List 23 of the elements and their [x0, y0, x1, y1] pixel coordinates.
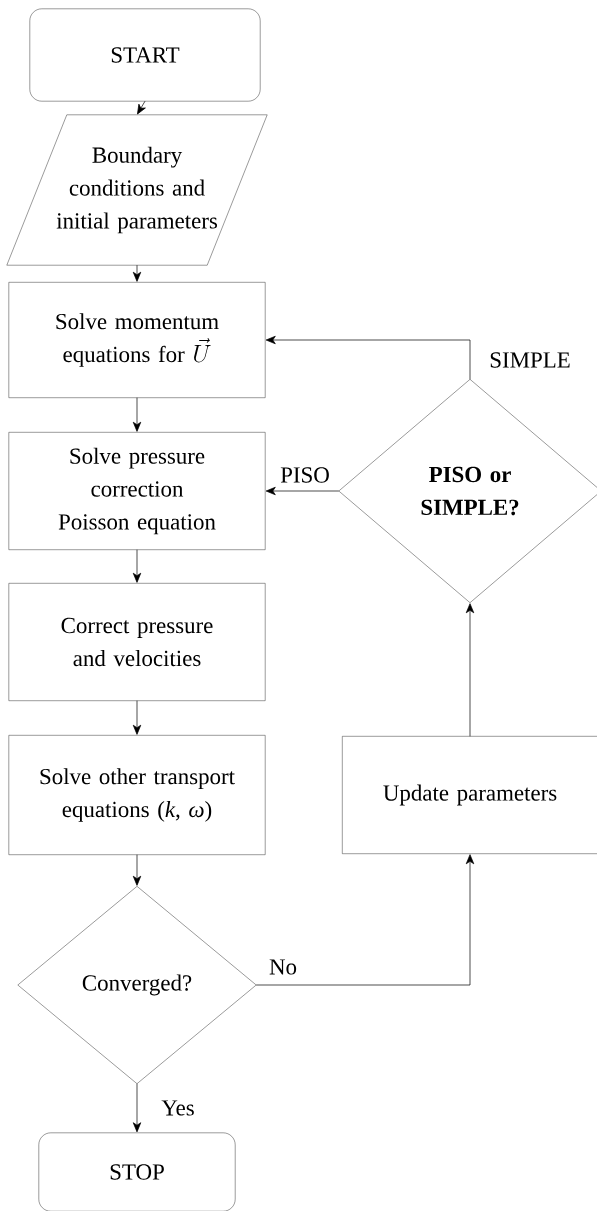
- process-box: Correct pressure and velocities: [8, 583, 266, 701]
- arrow: [132, 549, 142, 583]
- arrow: [255, 854, 475, 986]
- terminal-box: START: [29, 8, 261, 102]
- arrow: [265, 335, 471, 380]
- arrow: [137, 100, 146, 115]
- process-box: Update parameters: [342, 736, 597, 854]
- arrow: [465, 603, 475, 737]
- arrow: [132, 1083, 142, 1133]
- edge-label: No: [268, 958, 298, 976]
- input-parallelogram: Boundary conditions and initial parameters: [6, 114, 268, 266]
- edge-label: SIMPLE: [488, 351, 572, 369]
- arrow: [265, 486, 340, 496]
- terminal-box: STOP: [38, 1132, 236, 1211]
- arrow: [132, 700, 142, 735]
- arrow: [132, 397, 142, 432]
- arrow: [132, 264, 142, 282]
- arrow: [132, 854, 142, 886]
- edge-label: PISO: [279, 466, 331, 484]
- process-box: Solve pressure correction Poisson equation: [8, 432, 266, 550]
- process-box: Solve other transport equations (k, ω): [8, 735, 266, 855]
- process-box: Solve momentum equations for $\vec{U}$: [8, 282, 266, 398]
- edge-label: Yes: [160, 1099, 196, 1117]
